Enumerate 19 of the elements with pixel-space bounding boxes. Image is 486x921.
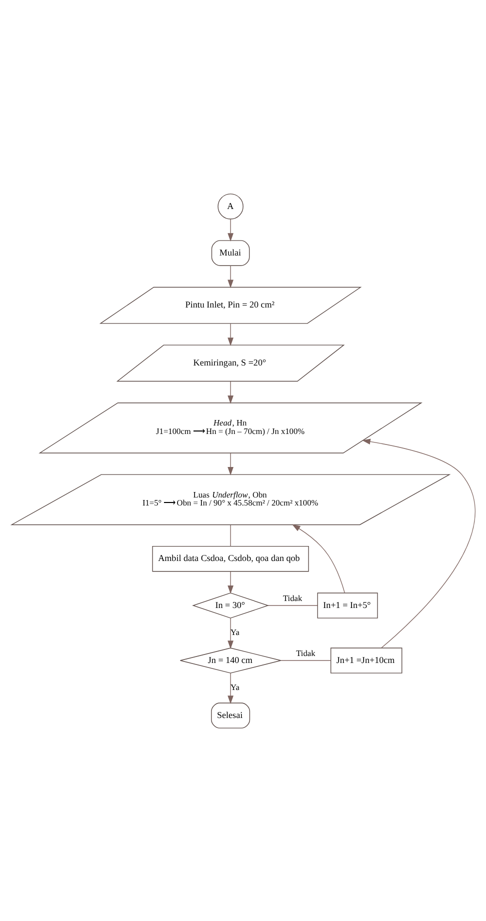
arrow [362,438,475,648]
node-diamond: Jn = 140 cm [179,647,281,673]
arrow [227,672,233,704]
arrow [227,452,233,475]
node-box: Selesai [210,702,250,728]
connector [267,604,318,606]
arrow [227,218,233,241]
arrow [227,380,233,404]
arrow [227,265,233,288]
node-box: In+1 = In+5° [316,592,378,618]
node-box: Jn+1 =Jn+10cm [330,647,402,673]
arrow [227,322,233,346]
node-box: Ambil data Csdoa, Csdob, qoa dan qob [152,545,308,572]
node-diamond: In = 30° [192,592,269,618]
arrow [227,617,233,648]
node-circle: A [217,193,243,219]
arrow [291,524,345,593]
arrow [227,570,233,594]
node-box: Mulai [210,240,250,266]
